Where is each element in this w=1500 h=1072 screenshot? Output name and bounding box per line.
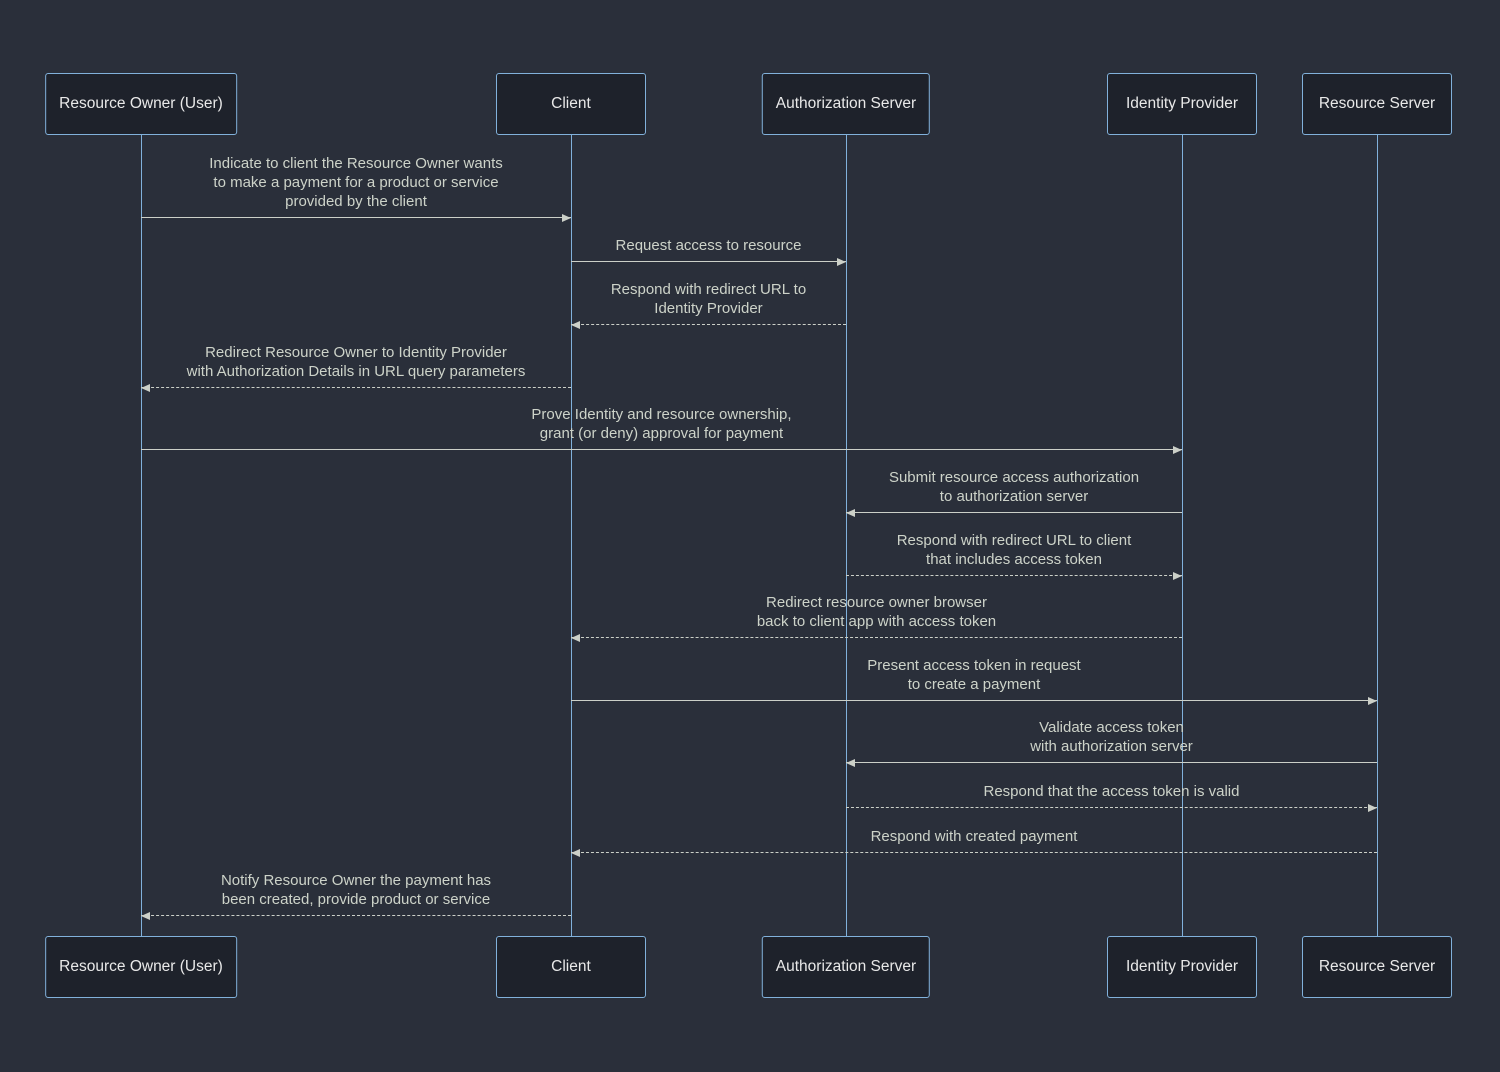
arrowhead-left xyxy=(846,758,855,767)
actor-top-resource-server: Resource Server xyxy=(1302,73,1452,135)
message-text: Respond with created payment xyxy=(571,827,1377,846)
message-text-line: to make a payment for a product or servi… xyxy=(213,174,499,191)
arrowhead-right xyxy=(1173,571,1182,580)
message-text-line: grant (or deny) approval for payment xyxy=(539,425,784,442)
actor-bottom-authorization-server: Authorization Server xyxy=(761,936,931,998)
message-text-line: Indicate to client the Resource Owner wa… xyxy=(209,155,503,172)
arrowhead-left xyxy=(571,633,580,642)
lifeline-resource-server xyxy=(1377,135,1378,936)
message-line xyxy=(846,575,1182,576)
lifeline-authorization-server xyxy=(846,135,847,936)
message-text: Redirect Resource Owner to Identity Prov… xyxy=(141,343,571,381)
arrowhead-right xyxy=(1368,803,1377,812)
message-text-line: Redirect resource owner browser xyxy=(766,594,987,611)
message-text-line: with Authorization Details in URL query … xyxy=(186,363,526,380)
message-text-line: to authorization server xyxy=(939,488,1089,505)
message-text: Respond with redirect URL to Identity Pro… xyxy=(571,280,846,318)
arrowhead-left xyxy=(141,383,150,392)
lifeline-identity-provider xyxy=(1182,135,1183,936)
message-text-line: Respond with created payment xyxy=(870,828,1078,845)
message-text: Respond with redirect URL to client that … xyxy=(846,531,1182,569)
actor-top-client: Client xyxy=(496,73,646,135)
message-text: Request access to resource xyxy=(571,236,846,255)
message-text: Redirect resource owner browser back to c… xyxy=(571,593,1182,631)
message-text-line: Respond that the access token is valid xyxy=(983,783,1240,800)
actor-bottom-resource-server: Resource Server xyxy=(1302,936,1452,998)
message-text: Notify Resource Owner the payment has bee… xyxy=(141,871,571,909)
message-text-line: Respond with redirect URL to xyxy=(610,281,807,298)
message-text-line: Identity Provider xyxy=(654,300,763,317)
actor-top-resource-owner: Resource Owner (User) xyxy=(45,73,237,135)
arrowhead-right xyxy=(1173,445,1182,454)
message-text-line: Present access token in request xyxy=(867,657,1081,674)
message-text-line: to create a payment xyxy=(907,676,1041,693)
message-text-line: back to client app with access token xyxy=(756,613,997,630)
message-text-line: Redirect Resource Owner to Identity Prov… xyxy=(205,344,507,361)
arrowhead-right xyxy=(837,257,846,266)
message-line xyxy=(571,700,1377,701)
arrowhead-right xyxy=(562,213,571,222)
message-text: Respond that the access token is valid xyxy=(846,782,1377,801)
arrowhead-left xyxy=(571,848,580,857)
message-text-line: been created, provide product or service xyxy=(221,891,491,908)
message-line xyxy=(571,261,846,262)
message-line xyxy=(846,762,1377,763)
actor-bottom-identity-provider: Identity Provider xyxy=(1107,936,1257,998)
actor-bottom-resource-owner: Resource Owner (User) xyxy=(45,936,237,998)
message-text: Validate access token with authorization … xyxy=(846,718,1377,756)
message-line xyxy=(571,852,1377,853)
message-line xyxy=(846,807,1377,808)
message-text-line: Validate access token xyxy=(1039,719,1184,736)
message-line xyxy=(141,217,571,218)
message-text-line: Request access to resource xyxy=(615,237,802,254)
message-line xyxy=(846,512,1182,513)
actor-bottom-client: Client xyxy=(496,936,646,998)
message-text-line: provided by the client xyxy=(285,193,427,210)
message-text-line: that includes access token xyxy=(926,551,1102,568)
message-text: Submit resource access authorization to a… xyxy=(846,468,1182,506)
arrowhead-left xyxy=(846,508,855,517)
arrowhead-left xyxy=(571,320,580,329)
message-text-line: Notify Resource Owner the payment has xyxy=(220,872,492,889)
message-text-line: with authorization server xyxy=(1030,738,1193,755)
arrowhead-right xyxy=(1368,696,1377,705)
message-line xyxy=(141,915,571,916)
message-text-line: Prove Identity and resource ownership, xyxy=(531,406,792,423)
actor-top-authorization-server: Authorization Server xyxy=(761,73,931,135)
arrowhead-left xyxy=(141,911,150,920)
message-text: Indicate to client the Resource Owner wa… xyxy=(141,154,571,211)
message-text-line: Respond with redirect URL to client xyxy=(896,532,1132,549)
message-text-line: Submit resource access authorization xyxy=(888,469,1140,486)
message-line xyxy=(571,324,846,325)
message-line xyxy=(141,387,571,388)
message-text: Present access token in request to create… xyxy=(571,656,1377,694)
lifeline-resource-owner xyxy=(141,135,142,936)
lifeline-client xyxy=(571,135,572,936)
message-line xyxy=(571,637,1182,638)
message-text: Prove Identity and resource ownership, gr… xyxy=(141,405,1182,443)
message-line xyxy=(141,449,1182,450)
actor-top-identity-provider: Identity Provider xyxy=(1107,73,1257,135)
